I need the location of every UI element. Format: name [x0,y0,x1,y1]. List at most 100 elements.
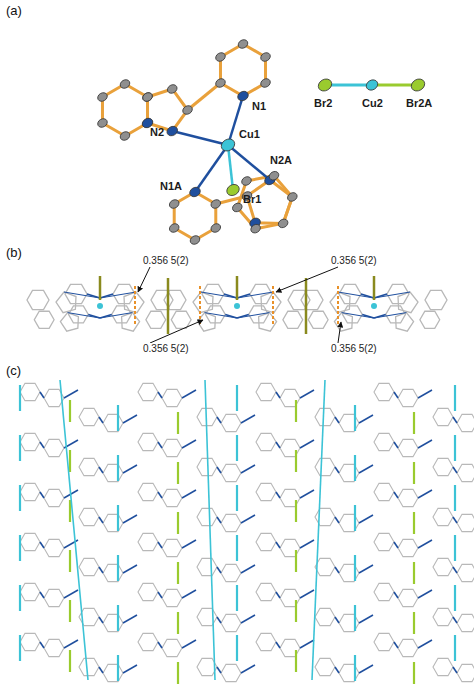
ring-wire [256,433,276,450]
atom-label: Br2 [314,97,332,109]
distance-arrow [150,320,203,343]
ring-wire [221,664,241,681]
ring-wire [103,464,123,481]
atom-ellipsoid [259,77,272,89]
imidazole-wire [398,292,418,313]
panel-label: (a) [6,4,22,18]
n-wire [158,592,162,598]
ring-wire [44,589,64,606]
chain-panel-b [27,267,447,343]
molecule-panel-a [96,38,427,246]
n-wire [123,665,137,673]
benzene-ring [102,84,147,136]
ring-wire [162,589,182,606]
atom-ellipsoid [249,223,262,235]
ring-wire [103,664,123,681]
ring-wire [457,664,474,681]
imidazole-wire [56,292,76,313]
cu-br-stick [117,555,119,581]
br-stick [177,462,179,484]
atom-ellipsoid [277,217,290,229]
atom-label: Br2A [406,97,432,109]
cu-br-stick [117,605,119,631]
ring-wire [103,614,123,631]
atom-ellipsoid [168,198,181,210]
atom-ellipsoid [236,89,250,102]
benzene-wire [34,311,54,328]
n-wire [241,465,255,473]
n-wire [241,515,255,523]
n-wire [453,467,457,473]
ring-wire [315,658,335,675]
n-wire [335,667,339,673]
ring-wire [374,583,394,600]
ring-wire [221,414,241,431]
ring-wire [256,383,276,400]
ring-wire [79,658,99,675]
atom-ellipsoid [268,170,281,182]
n-wire [394,642,398,648]
benzene-wire [425,290,447,309]
cu-br-stick [236,385,238,411]
cu-br-stick [454,435,456,461]
cu-br-stick [99,276,102,300]
atom-ellipsoid [96,91,109,103]
cu-atom [371,303,377,309]
ring-wire [398,439,418,456]
cu-br-chain [312,380,325,680]
cu-br-stick [236,635,238,661]
ring-wire [103,564,123,581]
n-wire [158,542,162,548]
n-wire [276,442,280,448]
n-wire [40,542,44,548]
ring-wire [138,533,158,550]
br-stick [295,450,297,472]
n-wire [359,565,373,573]
br-stick [69,600,71,622]
ring-wire [457,464,474,481]
ring-wire [221,564,241,581]
n-wire [182,440,196,448]
n-wire [158,442,162,448]
n-wire [359,515,373,523]
n-wire [394,492,398,498]
ring-wire [433,558,453,575]
n-wire [217,467,221,473]
n-wire [182,640,196,648]
atom-ellipsoid [409,77,427,94]
pyridine-ring [220,44,265,96]
ring-wire [256,483,276,500]
panel-label: (b) [6,246,22,260]
br-stick [413,562,415,584]
ring-wire [79,508,99,525]
distance-arrow [276,267,338,292]
cu-br-stick [354,455,356,481]
atom-ellipsoid [209,198,222,210]
atom-ellipsoid [181,104,194,116]
atom-ellipsoid [225,182,241,198]
n-wire [99,417,103,423]
br-stick [69,650,71,672]
cu-br-stick [236,276,239,300]
ring-wire [197,508,217,525]
n-wire [300,640,314,648]
n-wire [394,592,398,598]
n-wire [300,440,314,448]
ring-wire [374,433,394,450]
atom-ellipsoid [259,51,272,63]
distance-label: 0.356 5(2) [330,343,378,354]
benzene-wire [301,290,323,309]
distance-label: 0.356 5(2) [142,255,190,266]
imidazole-wire [396,313,414,332]
n-wire [394,542,398,548]
n-wire [40,442,44,448]
cu-br-stick [236,485,238,511]
cu-br-stick [117,505,119,531]
atom-ellipsoid [231,201,244,213]
cu-atom [97,303,103,309]
n-wire [335,467,339,473]
ring-wire [20,533,40,550]
